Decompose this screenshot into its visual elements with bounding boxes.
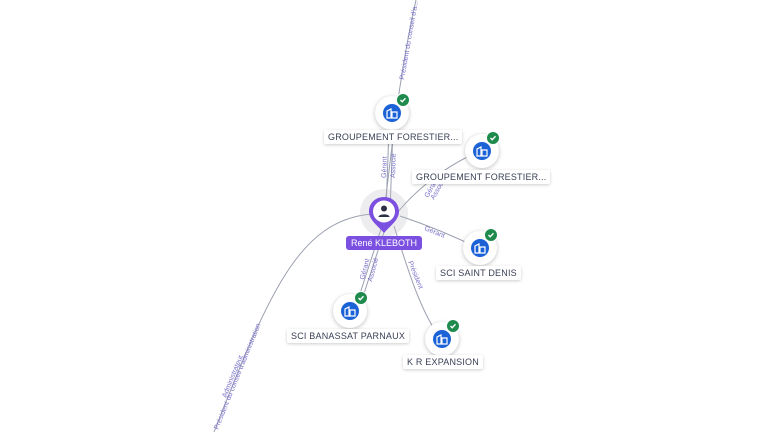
building-icon — [471, 239, 489, 257]
company-label-gf2[interactable]: GROUPEMENT FORESTIER... — [412, 170, 551, 184]
check-icon — [354, 291, 368, 305]
person-icon — [378, 205, 390, 217]
map-pin-icon — [369, 197, 399, 233]
person-node[interactable] — [367, 195, 401, 235]
company-avatar — [333, 291, 368, 328]
building-icon — [383, 104, 401, 122]
company-label-krexp[interactable]: K R EXPANSION — [403, 355, 483, 369]
building-icon — [433, 330, 451, 348]
person-name-label[interactable]: René KLEBOTH — [346, 236, 423, 250]
edge-label-gf1-gerant: Gérant — [381, 156, 389, 178]
company-avatar — [463, 228, 498, 265]
check-icon — [396, 93, 410, 107]
building-icon — [473, 142, 491, 160]
company-avatar — [425, 319, 460, 356]
company-avatar — [465, 131, 500, 168]
edge-bottom-offscreen — [213, 213, 373, 432]
edge-label-krexp: Président — [406, 260, 424, 290]
company-label-gf1[interactable]: GROUPEMENT FORESTIER... — [324, 130, 463, 144]
company-avatar — [375, 93, 410, 130]
building-icon — [341, 302, 359, 320]
check-icon — [486, 131, 500, 145]
check-icon — [446, 319, 460, 333]
edge-label-bottom-president: Président du conseil d'administration — [213, 323, 262, 431]
check-icon — [484, 228, 498, 242]
edge-label-scisd: Gérant — [423, 225, 446, 240]
company-label-scisd[interactable]: SCI SAINT DENIS — [436, 266, 521, 280]
company-label-scibp[interactable]: SCI BANASSAT PARNAUX — [287, 329, 410, 343]
edge-label-top: Président du conseil d'a... — [399, 0, 420, 80]
edge-label-gf1-associe: Associé — [390, 153, 398, 178]
